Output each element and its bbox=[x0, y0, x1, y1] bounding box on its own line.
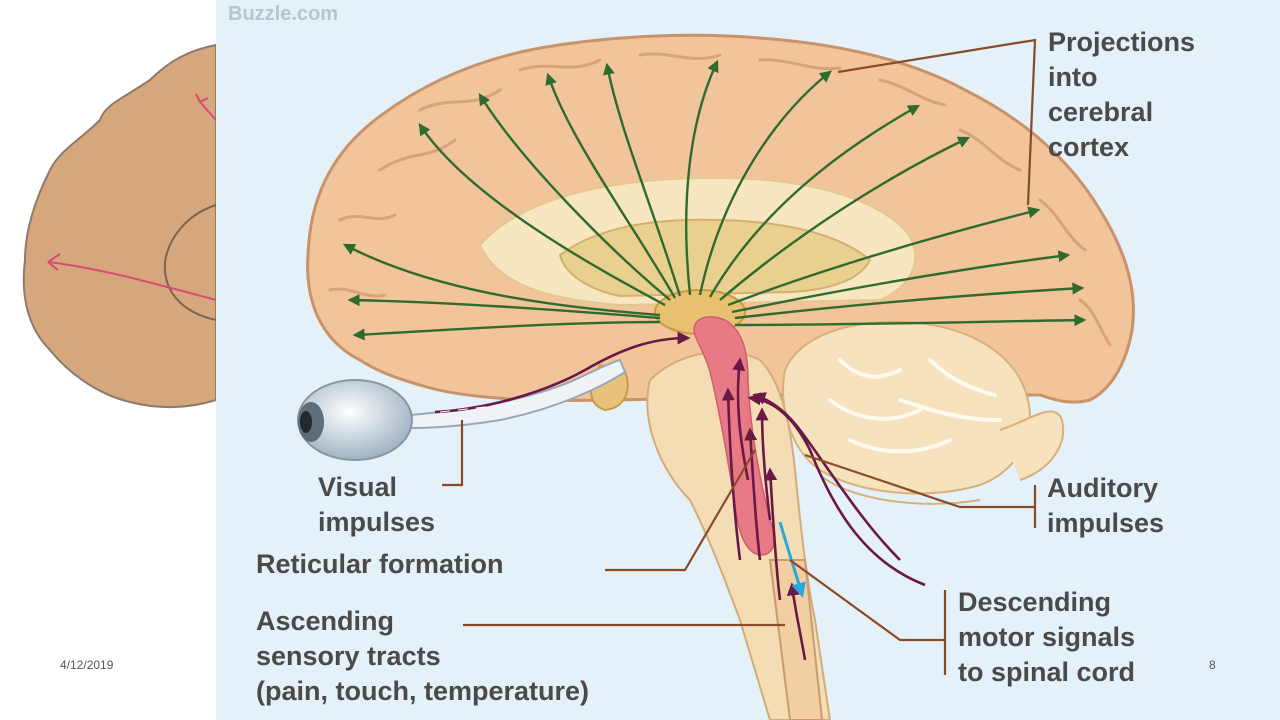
left-brain-illustration bbox=[22, 43, 217, 409]
eye bbox=[297, 358, 627, 461]
svg-text:Descending: Descending bbox=[958, 587, 1111, 617]
svg-text:to spinal cord: to spinal cord bbox=[958, 657, 1135, 687]
footer-page-number: 8 bbox=[1209, 658, 1216, 672]
label-reticular-formation: Reticular formation bbox=[256, 549, 504, 579]
svg-text:motor signals: motor signals bbox=[958, 622, 1135, 652]
cerebellum bbox=[782, 320, 1065, 505]
svg-text:Ascending: Ascending bbox=[256, 606, 394, 636]
svg-text:sensory tracts: sensory tracts bbox=[256, 641, 441, 671]
svg-text:impulses: impulses bbox=[318, 507, 435, 537]
cerebrum bbox=[306, 33, 1135, 404]
footer-date: 4/12/2019 bbox=[60, 658, 114, 672]
svg-text:Projections: Projections bbox=[1048, 27, 1195, 57]
svg-text:impulses: impulses bbox=[1047, 508, 1164, 538]
svg-text:Auditory: Auditory bbox=[1047, 473, 1158, 503]
svg-text:(pain, touch, temperature): (pain, touch, temperature) bbox=[256, 676, 589, 706]
svg-text:cerebral: cerebral bbox=[1048, 97, 1153, 127]
motor-signal-arrow bbox=[778, 521, 806, 598]
svg-text:cortex: cortex bbox=[1048, 132, 1129, 162]
label-ascending-sensory-tracts: Ascending sensory tracts (pain, touch, t… bbox=[256, 606, 589, 706]
label-auditory-impulses: Auditory impulses bbox=[1047, 473, 1164, 538]
svg-text:Visual: Visual bbox=[318, 472, 397, 502]
label-visual-impulses: Visual impulses bbox=[318, 472, 435, 537]
leader-lines bbox=[442, 38, 1037, 675]
svg-text:into: into bbox=[1048, 62, 1097, 92]
label-projections: Projections into cerebral cortex bbox=[1048, 27, 1195, 162]
watermark: Buzzle.com bbox=[228, 3, 338, 25]
label-descending-motor-signals: Descending motor signals to spinal cord bbox=[958, 587, 1135, 687]
projection-arrows bbox=[342, 59, 1087, 341]
